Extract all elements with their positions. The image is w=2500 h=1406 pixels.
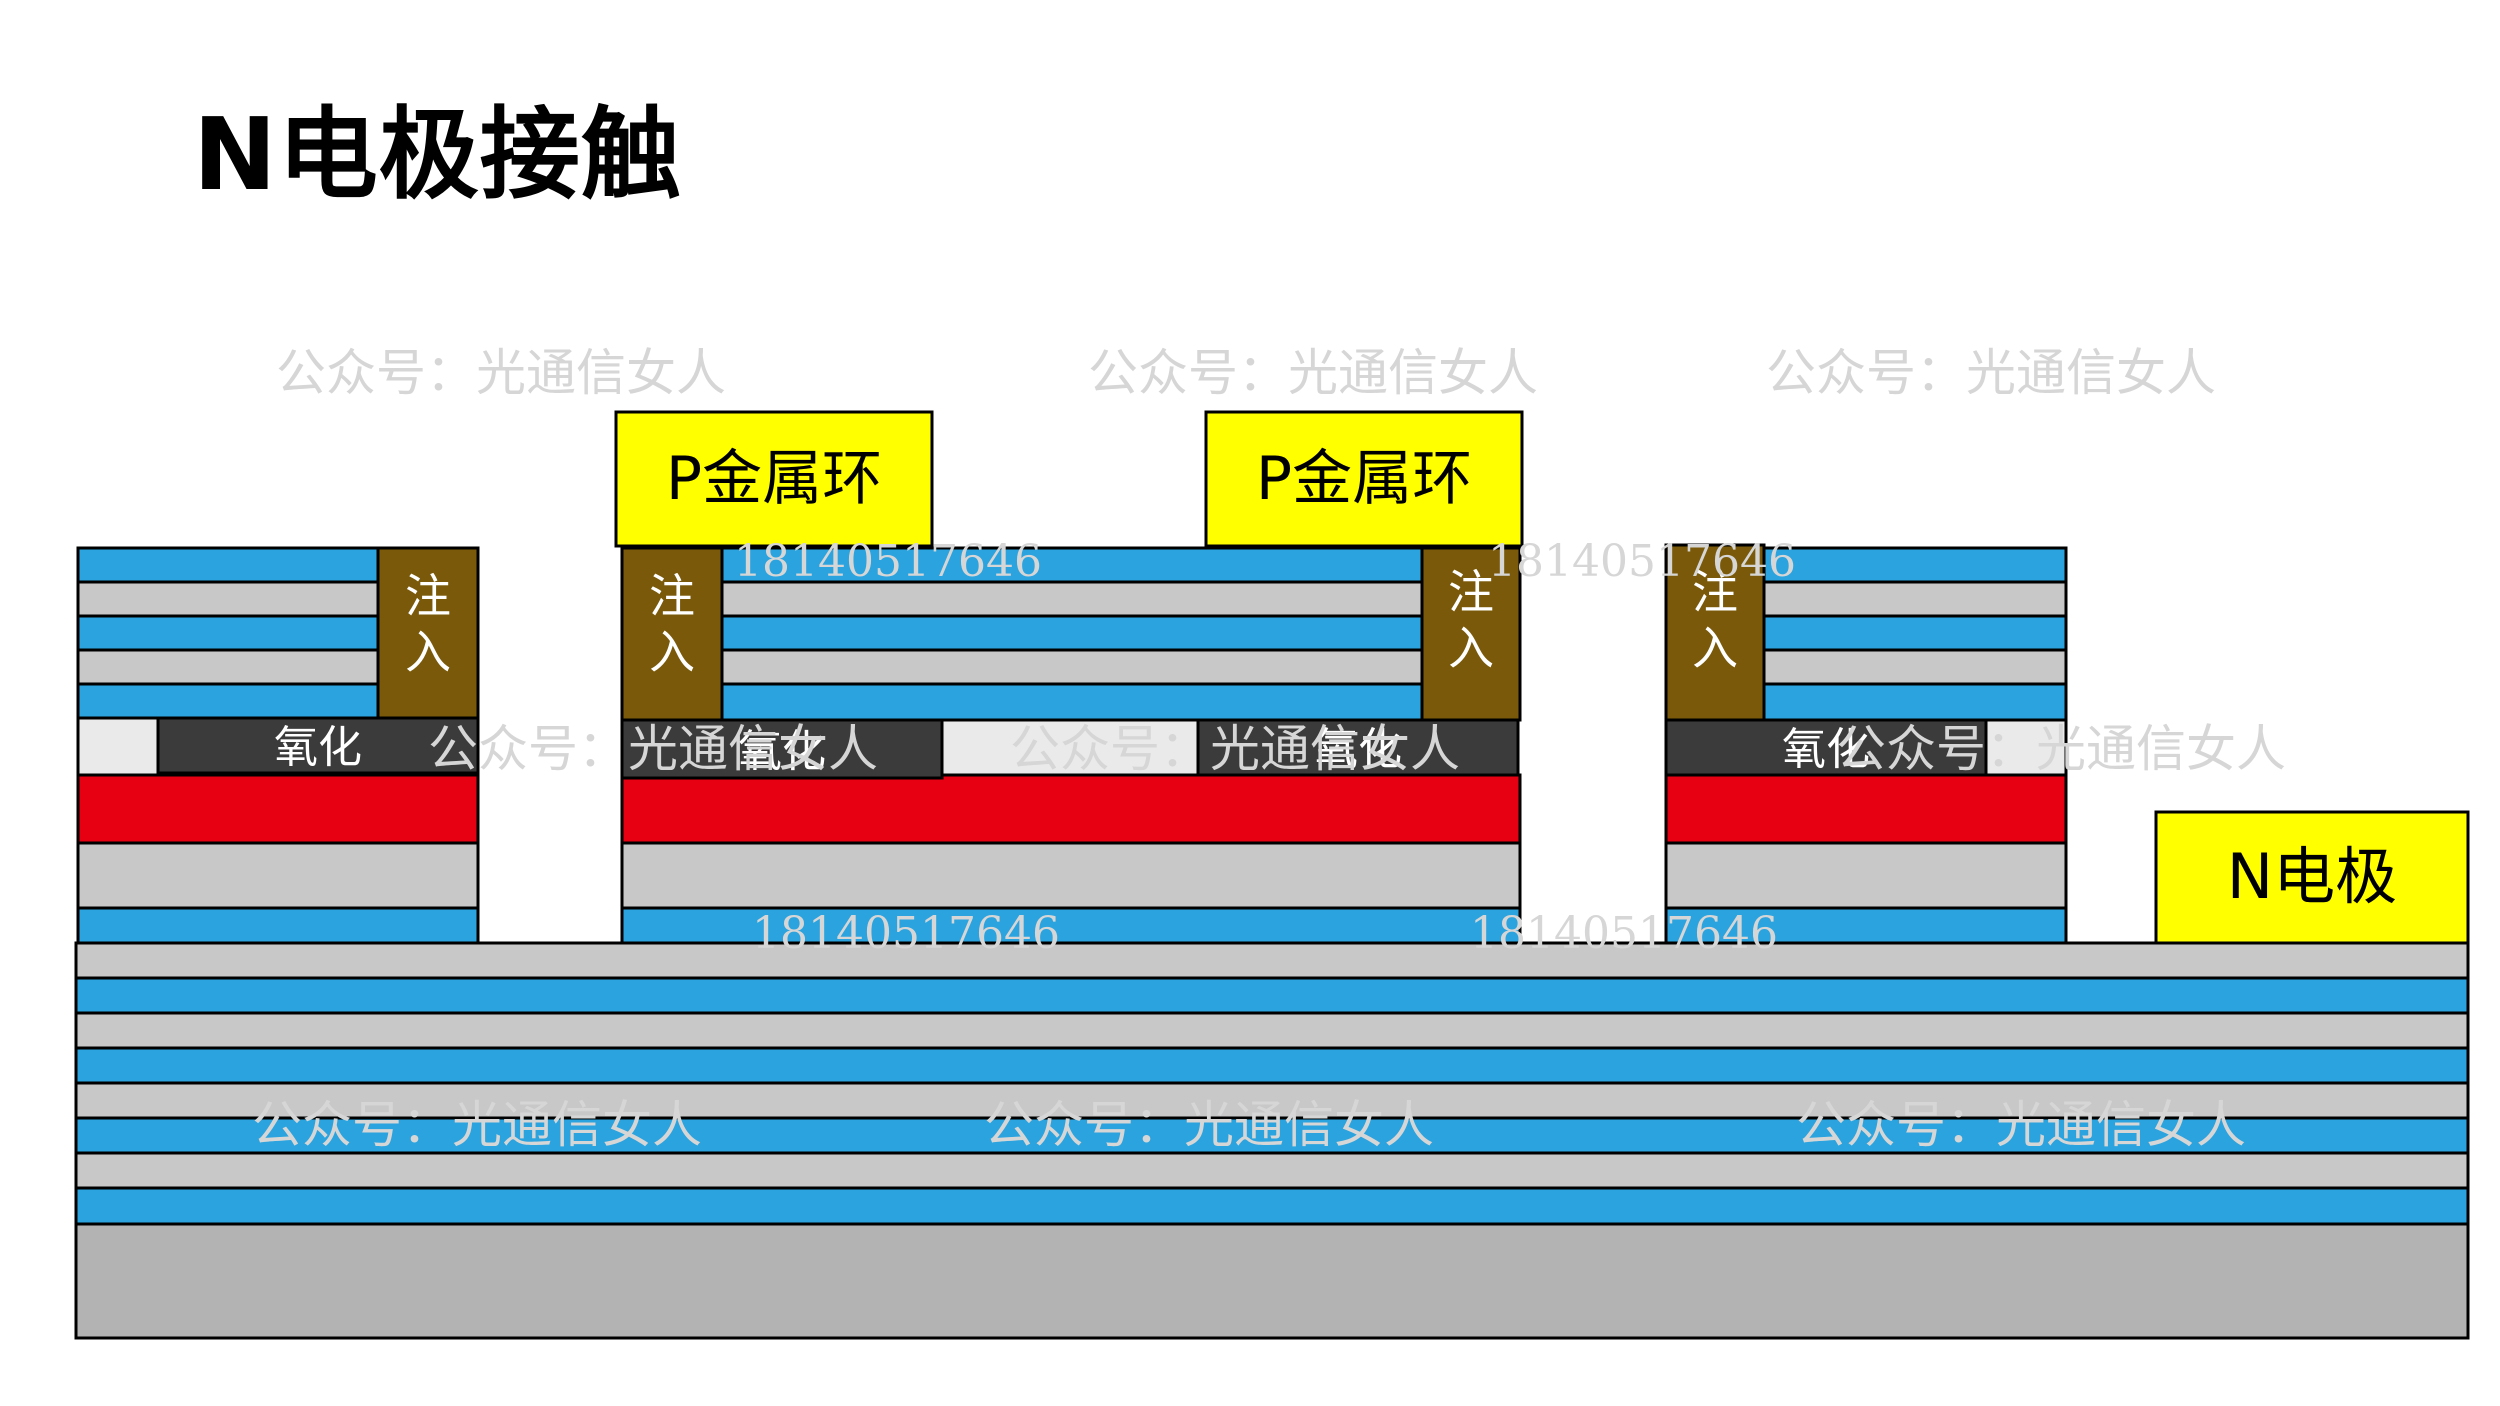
p-metal-ring-left-label: P金属环 (666, 444, 882, 514)
n-electrode-pad (2154, 810, 2470, 945)
watermark-account-5: 公众号：光通信女人 (1010, 720, 1460, 778)
substrate (74, 1222, 2470, 1340)
mesa-center-active-red (620, 773, 1522, 845)
injection-label-mesa-left: 注入 (405, 569, 451, 679)
oxide-label-right: 氧化 (1782, 724, 1870, 775)
mesa-left-active-red (76, 773, 480, 845)
page-title: N电极接触 (193, 96, 682, 213)
bottom-dbr-blue-1 (74, 976, 2470, 1015)
mesa-right-oxide (1664, 718, 1988, 777)
bottom-dbr-gray-2 (74, 1011, 2470, 1050)
bottom-dbr-gray-4 (74, 1151, 2470, 1190)
mesa-center-oxide-right (1196, 718, 1520, 777)
mesa-left-gray-spacer (76, 841, 480, 910)
mesa-center-dbr-gray-1 (720, 580, 1424, 618)
mesa-left-dbr-blue-2 (76, 614, 380, 652)
mesa-right-aperture (1984, 718, 2068, 777)
mesa-right (1664, 543, 2068, 945)
layer-stack-group (74, 941, 2470, 1340)
mesa-center (620, 546, 1522, 945)
watermark-phone-4: 18140517646 (1470, 908, 1778, 959)
oxide-label-left: 氧化 (274, 722, 362, 773)
mesa-left-aperture (76, 716, 160, 777)
mesa-center-aperture (940, 718, 1200, 777)
watermark-account-6: 公众号：光通信女人 (1836, 720, 2286, 778)
mesa-right-dbr-gray-1 (1762, 580, 2068, 618)
bottom-dbr-blue-2 (74, 1046, 2470, 1085)
mesa-center-dbr-gray-2 (720, 648, 1424, 686)
mesa-left-blue-base (76, 906, 480, 945)
mesa-left (76, 546, 480, 945)
watermark-account-4: 公众号：光通信女人 (428, 720, 878, 778)
mesa-right-dbr-gray-2 (1762, 648, 2068, 686)
oxide-label-center-left: 氧化 (738, 726, 826, 777)
mesa-right-active-red (1664, 773, 2068, 845)
mesa-left-dbr-gray-1 (76, 580, 380, 618)
injection-label-center-right: 注入 (1448, 565, 1494, 675)
injection-label-center-left: 注入 (649, 569, 695, 679)
bottom-dbr-blue-3 (74, 1116, 2470, 1155)
mesa-center-injection-left (620, 546, 724, 722)
mesa-right-gray-spacer (1664, 841, 2068, 910)
labels-group: P金属环 P金属环 N电极 氧化 氧化 氧化 氧化 (274, 444, 2397, 913)
p-metal-ring-right-label: P金属环 (1256, 444, 1472, 514)
mesa-left-dbr-gray-2 (76, 648, 380, 686)
watermark-phone-3: 18140517646 (752, 908, 1060, 959)
p-metal-ring-left (614, 410, 934, 548)
n-electrode-label: N电极 (2227, 840, 2397, 913)
mesa-center-dbr-blue-2 (720, 614, 1424, 652)
mesa-right-dbr-blue-2 (1762, 614, 2068, 652)
mesa-right-dbr-blue-3 (1762, 682, 2068, 722)
watermark-account-1: 公众号：光通信女人 (276, 344, 726, 402)
mesa-right-injection (1664, 543, 1766, 722)
mesa-center-dbr-blue-3 (720, 682, 1424, 722)
oxide-label-center-right: 氧化 (1314, 724, 1402, 775)
bottom-dbr-blue-4 (74, 1186, 2470, 1226)
watermark-account-3: 公众号：光通信女人 (1766, 344, 2216, 402)
mesa-left-injection (376, 546, 480, 720)
mesa-center-gray-spacer (620, 841, 1522, 910)
injection-labels-group: 注入 注入 注入 注入 (405, 565, 1738, 679)
mesa-left-dbr-blue-1 (76, 546, 380, 584)
p-metal-ring-right (1204, 410, 1524, 548)
watermark-account-7: 公众号：光通信女人 (252, 1096, 702, 1154)
mesa-right-dbr-blue-1 (1762, 546, 2068, 584)
mesa-left-dbr-blue-3 (76, 682, 380, 720)
mesa-center-injection-right (1420, 546, 1522, 722)
watermark-account-9: 公众号：光通信女人 (1796, 1096, 2246, 1154)
watermark-account-2: 公众号：光通信女人 (1088, 344, 1538, 402)
watermark-account-8: 公众号：光通信女人 (984, 1096, 1434, 1154)
watermark-phone-1: 18140517646 (734, 536, 1042, 587)
mesa-right-blue-base (1664, 906, 2068, 945)
watermark-phone-2: 18140517646 (1488, 536, 1796, 587)
injection-label-mesa-right: 注入 (1692, 565, 1738, 675)
bottom-dbr-gray-1 (74, 941, 2470, 980)
